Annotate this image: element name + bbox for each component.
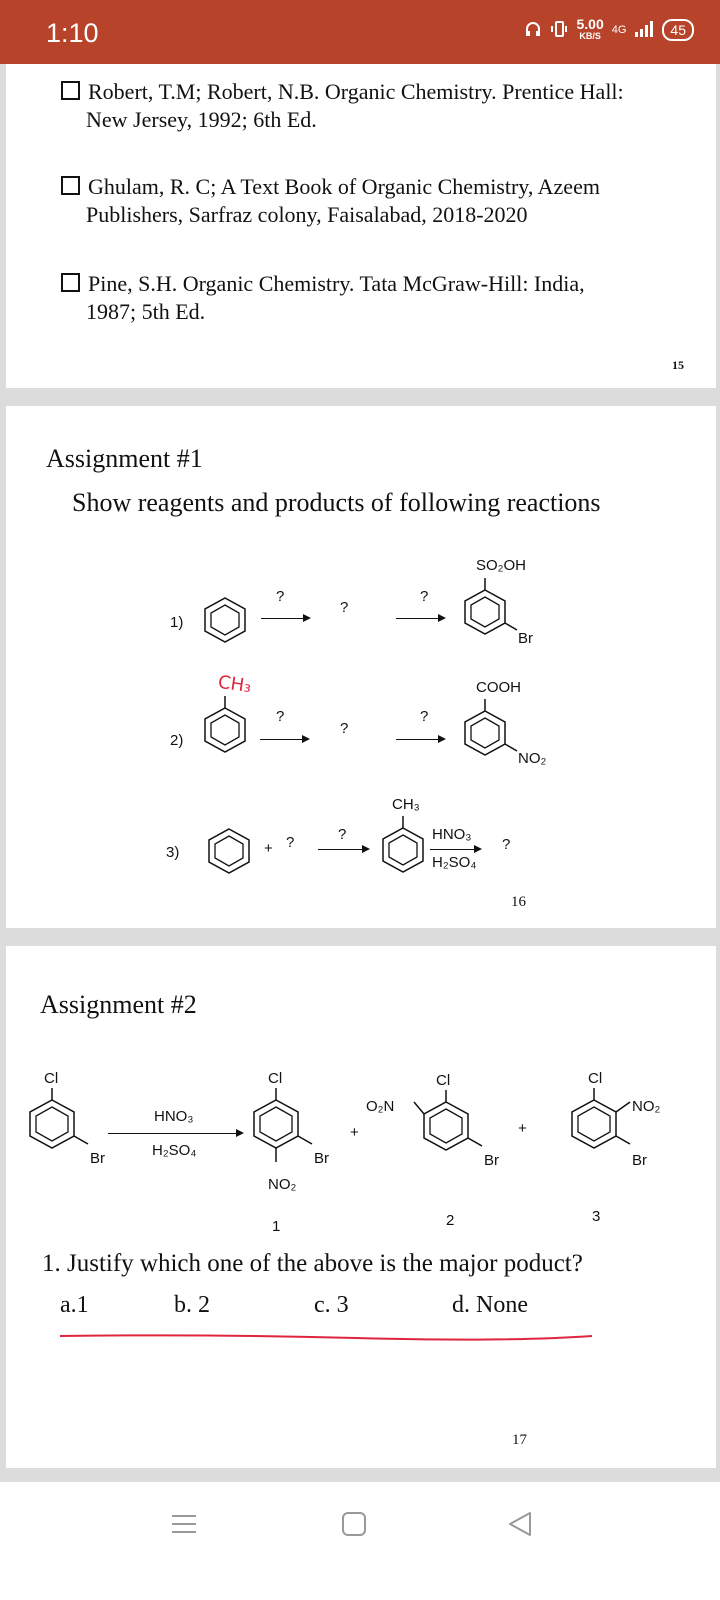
clock: 1:10 [46,18,99,48]
benzene-ring [204,696,246,753]
reaction-arrow [261,614,311,622]
checkbox-icon [61,81,80,100]
benzene-ring [464,578,518,635]
option-b: b. 2 [174,1292,210,1318]
reaction-arrow [396,614,446,622]
benzene-ring [253,1088,313,1162]
question-text: 1. Justify which one of the above is the… [42,1250,583,1277]
benzene-ring [571,1088,631,1149]
handwritten-annotation: CH₃ [216,671,253,698]
benzene-ring [29,1088,89,1149]
page-16: Assignment #1 Show reagents and products… [6,406,716,928]
reference-2: Ghulam, R. C; A Text Book of Organic Che… [61,173,600,229]
reference-3: Pine, S.H. Organic Chemistry. Tata McGra… [61,270,585,326]
option-d: d. None [452,1292,528,1318]
benzene-ring [382,816,424,873]
reaction-arrow [108,1129,244,1137]
benzene-ring [204,597,246,643]
home-button[interactable] [340,1510,368,1543]
network-type: 4G [611,24,627,36]
page-15: Robert, T.M; Robert, N.B. Organic Chemis… [6,64,716,388]
navigation-bar [0,1482,720,1600]
assignment-1-title: Assignment #1 [46,444,203,473]
page-17: Assignment #2 Cl Br HNO₃ H₂SO₄ Cl Br NO₂… [6,946,716,1468]
vibrate-icon [550,20,568,41]
checkbox-icon [61,176,80,195]
reaction-arrow [260,735,310,743]
red-underline-annotation [59,1334,593,1341]
recent-apps-button[interactable] [170,1510,198,1543]
benzene-ring [208,828,250,874]
page-number: 15 [672,358,684,372]
checkbox-icon [61,273,80,292]
assignment-2-title: Assignment #2 [40,990,197,1019]
reference-1: Robert, T.M; Robert, N.B. Organic Chemis… [61,78,624,134]
reaction-arrow [318,845,370,853]
battery-icon: 45 [662,19,694,41]
benzene-ring [413,1090,483,1151]
benzene-ring [464,699,518,756]
option-a: a.1 [60,1292,89,1318]
reaction-arrow [430,845,482,853]
back-button[interactable] [506,1510,534,1543]
option-c: c. 3 [314,1292,349,1318]
reaction-arrow [396,735,446,743]
page-number: 17 [512,1432,527,1448]
headset-icon [524,20,542,41]
page-number: 16 [511,894,526,910]
signal-icon [634,20,654,41]
assignment-1-subtitle: Show reagents and products of following … [72,488,601,517]
